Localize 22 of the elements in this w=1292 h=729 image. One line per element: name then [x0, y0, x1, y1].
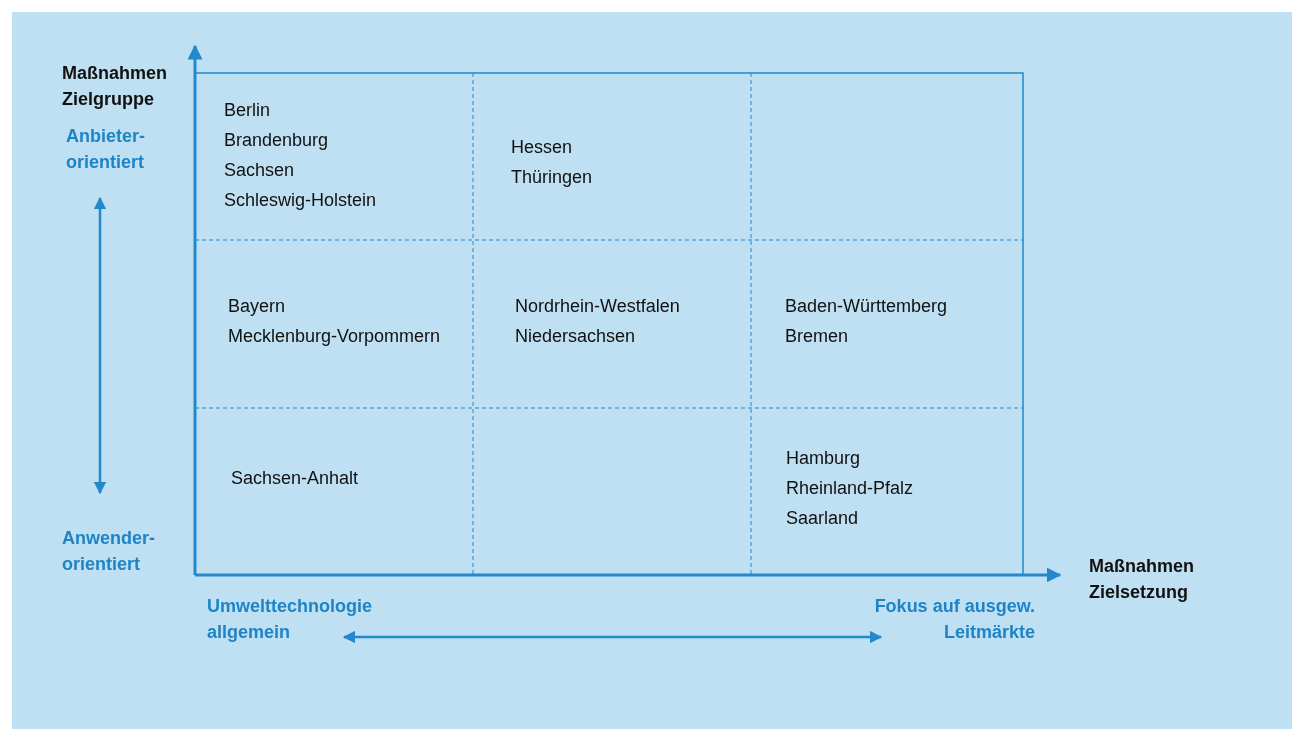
axis-end-label: Umwelttechnologie allgemein: [207, 595, 373, 644]
state-name: Bayern: [228, 295, 286, 318]
state-name: Hessen: [511, 136, 573, 159]
state-name: Saarland: [786, 507, 859, 530]
state-name: Nordrhein-Westfalen: [515, 295, 680, 318]
state-name: Brandenburg: [224, 129, 329, 152]
axis-end-label: Anbieter-orientiert: [66, 125, 146, 174]
state-name: Hamburg: [786, 447, 861, 470]
axis-title: Maßnahmen Zielsetzung: [1089, 555, 1195, 604]
axis-title: Maßnahmen Zielgruppe: [62, 62, 168, 111]
state-name: Rheinland-Pfalz: [786, 477, 914, 500]
state-name: Bremen: [785, 325, 849, 348]
state-name: Schleswig-Holstein: [224, 189, 377, 212]
state-name: Thüringen: [511, 166, 593, 189]
state-name: Mecklenburg-Vorpommern: [228, 325, 441, 348]
state-name: Niedersachsen: [515, 325, 636, 348]
axis-end-label: Anwender-orientiert: [62, 527, 156, 576]
axis-end-label: Fokus auf ausgew. Leitmärkte: [873, 595, 1035, 644]
state-name: Berlin: [224, 99, 271, 122]
state-name: Sachsen: [224, 159, 295, 182]
state-name: Sachsen-Anhalt: [231, 467, 359, 490]
state-name: Baden-Württemberg: [785, 295, 948, 318]
